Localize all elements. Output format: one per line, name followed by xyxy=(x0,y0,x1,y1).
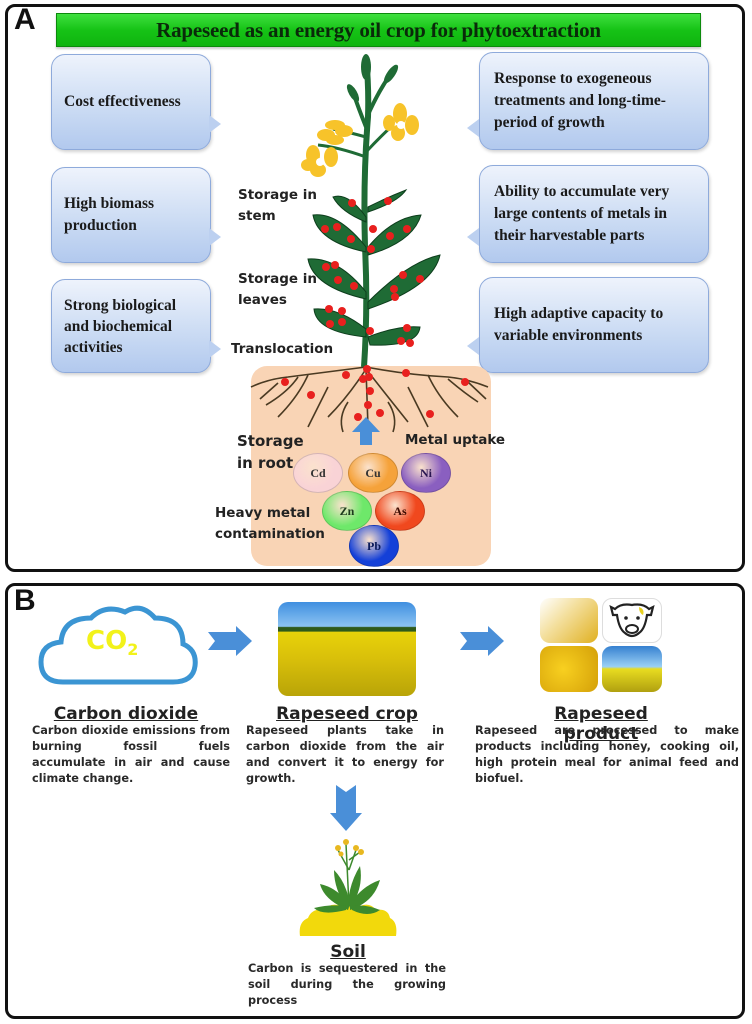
metal-cd: Cd xyxy=(293,453,343,493)
bubble-ability-accumulate: Ability to accumulate very large content… xyxy=(479,165,709,263)
metal-ni: Ni xyxy=(401,453,451,493)
panel-a-title: Rapeseed as an energy oil crop for phyto… xyxy=(156,17,601,42)
panel-b: B CO2 Carbon dioxide Carbon dioxide emis… xyxy=(5,583,745,1019)
rapeseed-product-title: Rapeseed product xyxy=(554,704,648,744)
bubble-response-exogeneous: Response to exogeneous treatments and lo… xyxy=(479,52,709,150)
plant-flower xyxy=(383,103,419,141)
plant-flower xyxy=(301,145,338,177)
plant-flower xyxy=(317,120,353,145)
plant-stem xyxy=(361,56,372,368)
label-heavy-metal-contamination: Heavy metal contamination xyxy=(215,505,325,542)
plant-bud xyxy=(383,64,399,84)
cloud-icon xyxy=(38,605,198,685)
honey-image xyxy=(540,646,598,692)
bubble-text: Ability to accumulate very large content… xyxy=(494,183,670,244)
metal-pb: Pb xyxy=(349,525,399,567)
bubble-text: Response to exogeneous treatments and lo… xyxy=(494,70,666,131)
metal-accumulation-dots xyxy=(321,197,424,347)
biofuel-image xyxy=(602,646,662,692)
carbon-dioxide-text: Carbon dioxide emissions from burning fo… xyxy=(32,724,230,785)
bubble-tail xyxy=(467,228,479,246)
co2-label: CO2 xyxy=(86,626,138,659)
rapeseed-product-text: Rapeseed are processed to make products … xyxy=(475,724,739,785)
rapeseed-plant-illustration xyxy=(250,54,489,445)
plant-roots xyxy=(250,366,489,433)
metal-cu: Cu xyxy=(348,453,398,493)
bubble-text: High biomass production xyxy=(64,195,155,234)
arrow-right-icon xyxy=(208,626,252,656)
metal-zn: Zn xyxy=(322,491,372,531)
bubble-tail xyxy=(209,115,221,133)
plant-bud xyxy=(361,54,371,80)
bubble-high-adaptive: High adaptive capacity to variable envir… xyxy=(479,277,709,373)
plant-bud xyxy=(346,84,360,102)
bubble-tail xyxy=(209,228,221,246)
bubble-tail xyxy=(467,337,479,355)
label-storage-root: Storage in root xyxy=(237,432,304,472)
plant-flowers xyxy=(335,839,364,857)
label-storage-stem: Storage in stem xyxy=(238,187,317,224)
co2-subscript: 2 xyxy=(127,640,139,660)
bubble-tail xyxy=(467,119,479,137)
cow-image xyxy=(602,598,662,643)
soil-text: Carbon is sequestered in the soil during… xyxy=(248,962,446,1007)
rapeseed-crop-title: Rapeseed crop xyxy=(276,704,418,724)
carbon-dioxide-title: Carbon dioxide xyxy=(53,704,199,724)
bubble-text: Cost effectiveness xyxy=(64,93,181,110)
cooking-oil-image xyxy=(540,598,598,643)
rapeseed-field-image xyxy=(278,602,416,696)
cow-icon xyxy=(609,603,655,638)
bubble-text: Strong biological and biochemical activi… xyxy=(64,296,177,356)
panel-a-title-banner: Rapeseed as an energy oil crop for phyto… xyxy=(56,13,701,47)
panel-b-label: B xyxy=(14,584,36,617)
panel-a-label: A xyxy=(14,3,36,36)
plant-leaves xyxy=(314,866,380,914)
metal-as: As xyxy=(375,491,425,531)
rapeseed-crop-text: Rapeseed plants take in carbon dioxide f… xyxy=(246,724,444,785)
bubble-cost-effectiveness: Cost effectiveness xyxy=(51,54,211,150)
bubble-high-biomass: High biomass production xyxy=(51,167,211,263)
label-translocation: Translocation xyxy=(231,341,334,357)
arrow-down-icon xyxy=(330,785,362,831)
co2-text: CO xyxy=(86,626,128,656)
soil-plant-illustration xyxy=(299,839,397,936)
soil-title: Soil xyxy=(330,942,366,962)
arrow-right-icon xyxy=(460,626,504,656)
bubble-tail xyxy=(209,340,221,358)
panel-a: A Rapeseed as an energy oil crop for phy… xyxy=(5,3,745,572)
label-storage-leaves: Storage in leaves xyxy=(238,271,317,308)
bubble-strong-biological: Strong biological and biochemical activi… xyxy=(51,279,211,373)
label-metal-uptake: Metal uptake xyxy=(405,432,506,448)
bubble-text: High adaptive capacity to variable envir… xyxy=(494,305,664,344)
metal-uptake-arrow xyxy=(352,417,380,445)
root-metal-dots xyxy=(281,365,469,421)
